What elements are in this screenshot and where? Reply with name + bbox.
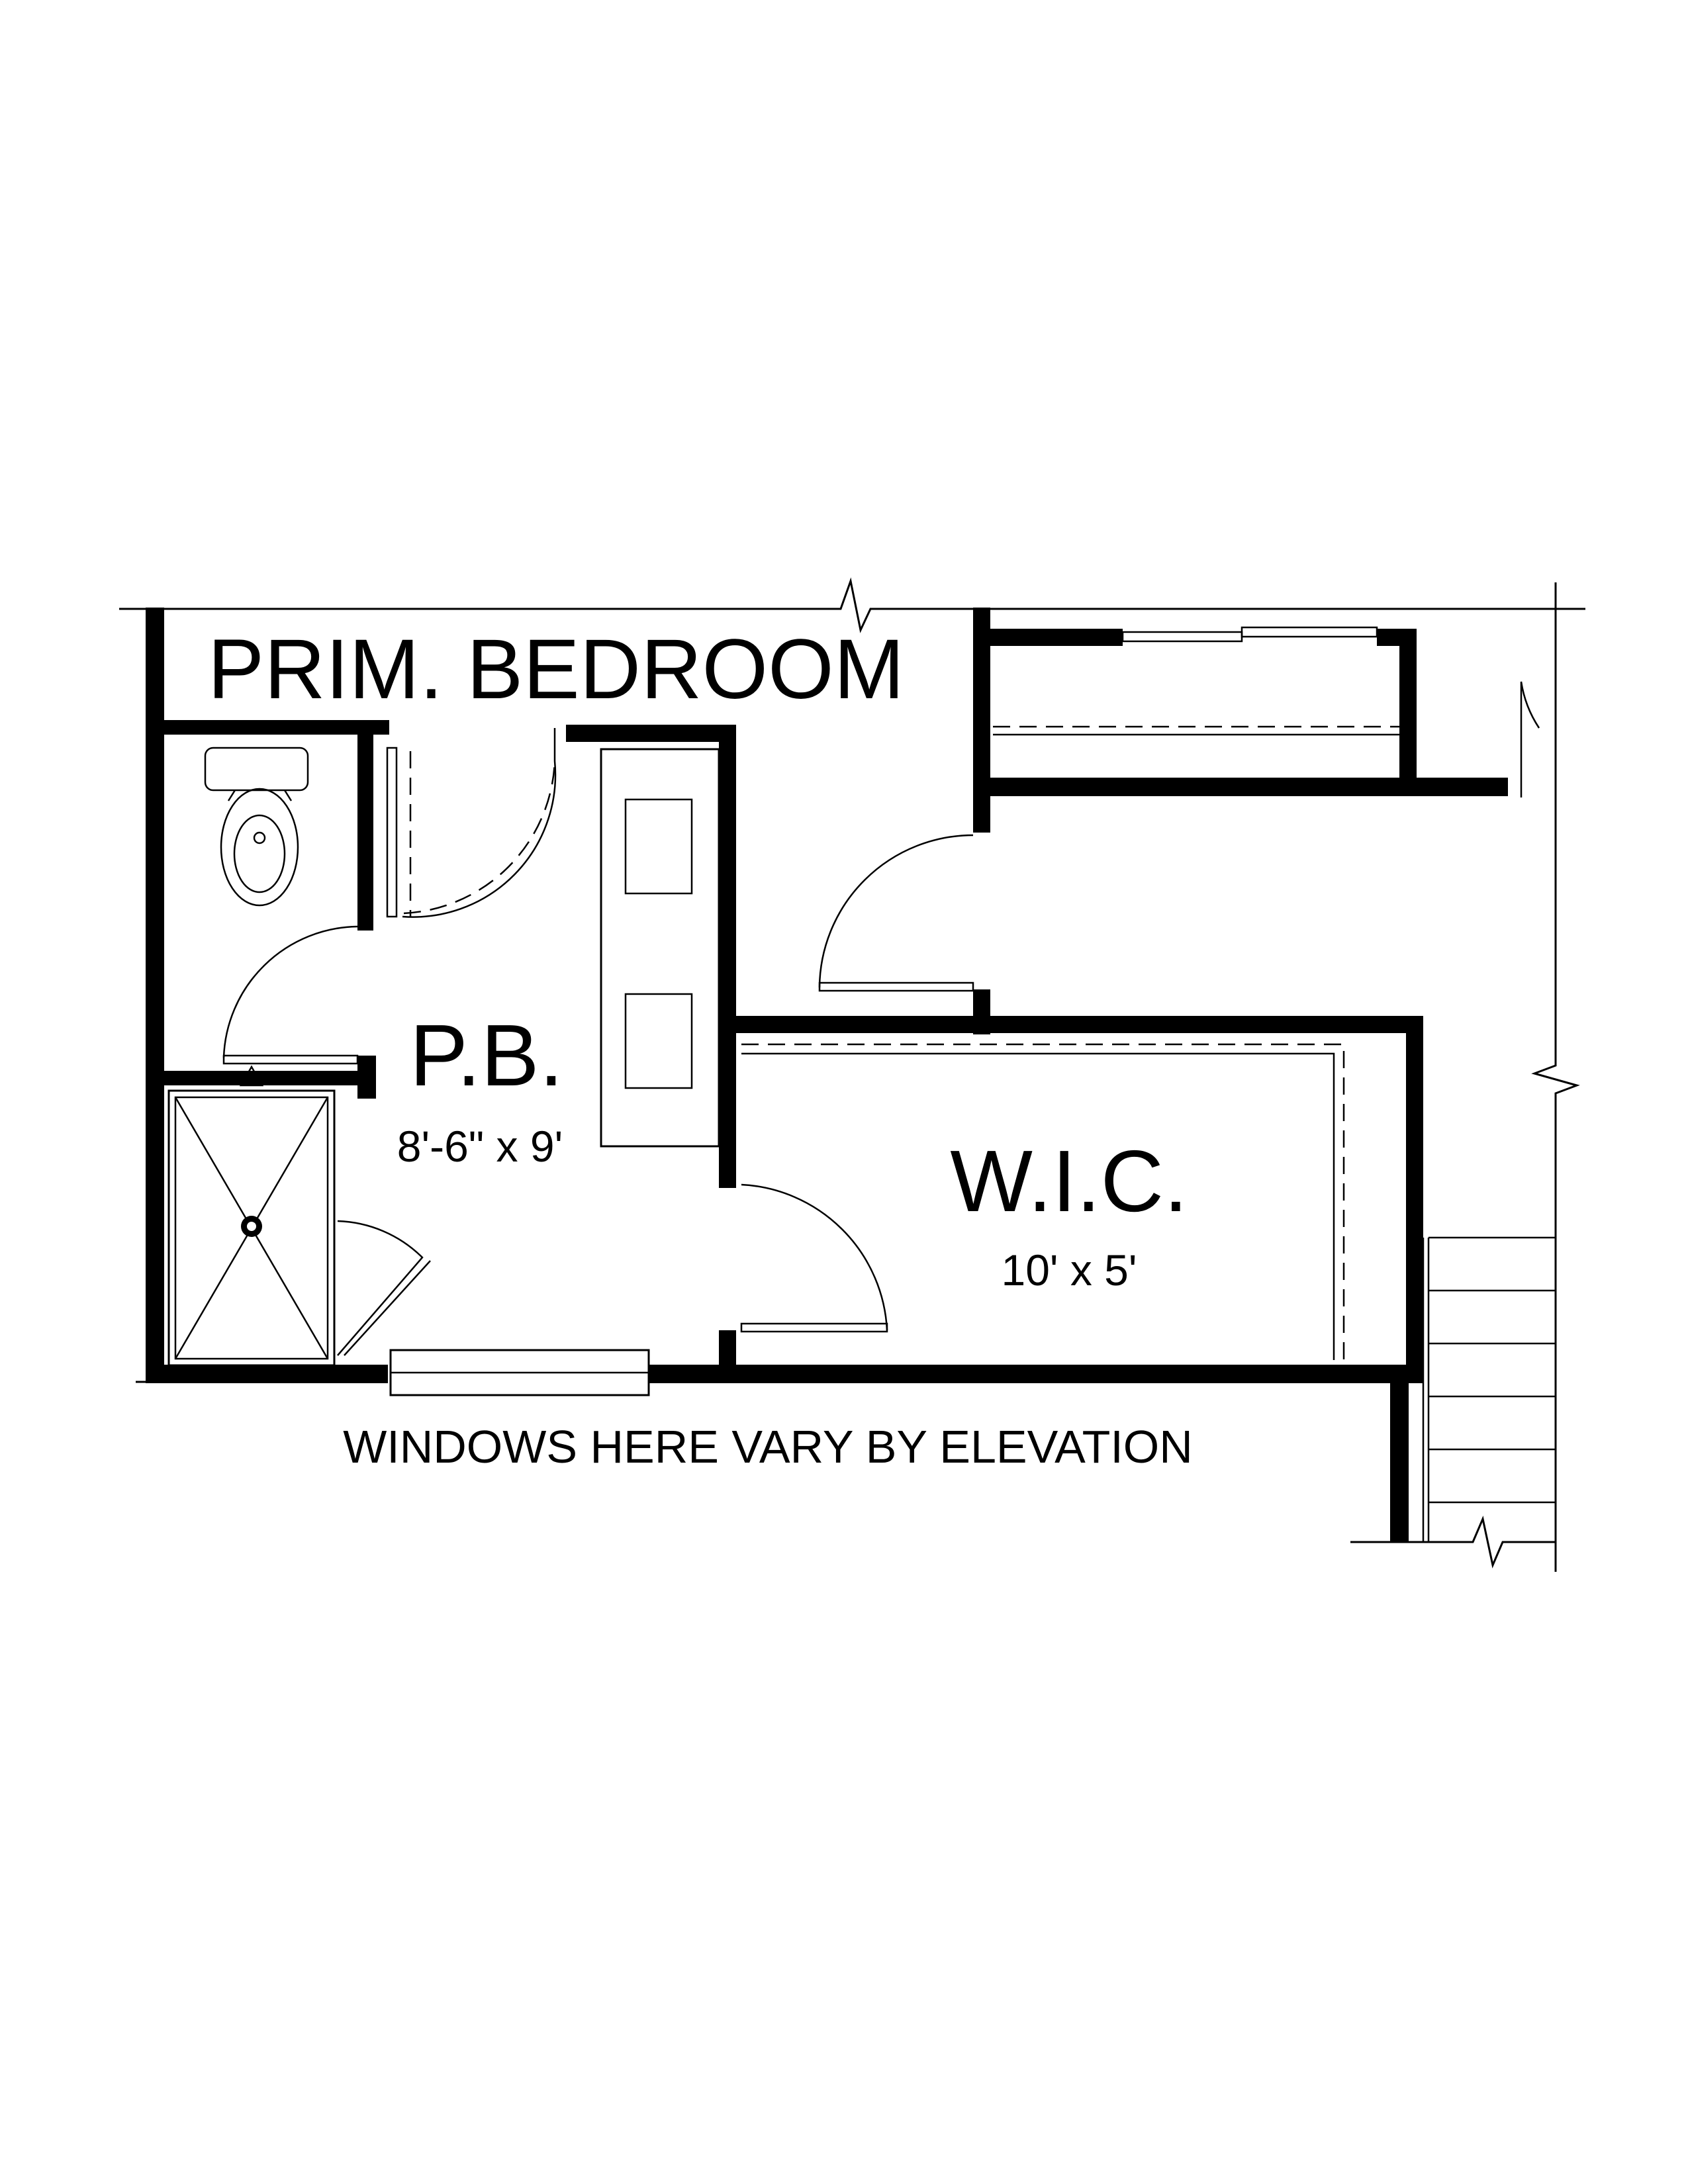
stair-wall bbox=[1390, 1365, 1409, 1542]
wic-shelf-dashed bbox=[741, 1043, 1345, 1360]
bath-divider-wall bbox=[164, 1071, 376, 1085]
pocket-door-frame bbox=[386, 747, 398, 918]
wic-dimensions: 10' x 5' bbox=[1002, 1246, 1137, 1295]
closet-bypass-door-right bbox=[1241, 626, 1378, 638]
shower-drain-center bbox=[247, 1222, 256, 1231]
closet-left-wall-lower bbox=[973, 989, 990, 1034]
wic-label: W.I.C. bbox=[950, 1132, 1188, 1230]
closet-right-wall bbox=[1399, 629, 1417, 794]
bottom-wall-left bbox=[146, 1365, 388, 1383]
toilet-room bbox=[204, 728, 557, 1065]
hall-door-leaf bbox=[818, 981, 974, 992]
shower-head-icon bbox=[239, 1065, 264, 1087]
wc-top-wall bbox=[164, 720, 389, 735]
closet-top-wall-left bbox=[990, 629, 1123, 646]
wic-details bbox=[740, 1043, 1345, 1360]
stairs bbox=[1422, 1236, 1556, 1542]
primary-bedroom-label: PRIM. BEDROOM bbox=[208, 622, 905, 717]
shower bbox=[167, 1065, 431, 1367]
pb-top-wall bbox=[566, 725, 735, 742]
shower-door-swing bbox=[337, 1220, 424, 1356]
closet-bottom-wall bbox=[973, 778, 1508, 796]
toilet-tank bbox=[204, 747, 309, 792]
toilet-flush-icon bbox=[253, 831, 266, 844]
wic-door-swing bbox=[741, 1183, 888, 1331]
toilet-bowl-inner bbox=[233, 814, 286, 893]
divider-wall-stub bbox=[357, 1056, 376, 1099]
bottom-break-line bbox=[1350, 1516, 1556, 1569]
bottom-wall-right bbox=[649, 1365, 1409, 1383]
vanity-counter bbox=[600, 748, 720, 1148]
primary-bath-dimensions: 8'-6" x 9' bbox=[397, 1122, 563, 1171]
wic-top-wall bbox=[736, 1016, 1423, 1033]
shower-door-leaf bbox=[344, 1260, 431, 1356]
toilet-connector bbox=[227, 790, 293, 801]
left-exterior-wall bbox=[146, 608, 164, 1383]
wic-door-leaf bbox=[740, 1322, 888, 1333]
windows-note: WINDOWS HERE VARY BY ELEVATION bbox=[343, 1421, 1193, 1473]
shower-pan bbox=[174, 1096, 329, 1360]
closet-left-wall-upper bbox=[973, 608, 990, 833]
wc-right-wall bbox=[357, 720, 373, 931]
walls bbox=[146, 608, 1508, 1542]
pb-entry-door-swing bbox=[402, 728, 557, 918]
vanity bbox=[600, 748, 720, 1148]
bedroom-door-swing bbox=[1520, 681, 1540, 797]
pb-entry-swing-dashed bbox=[403, 760, 556, 915]
pb-right-wall-lower bbox=[719, 1330, 736, 1367]
hall-door bbox=[818, 834, 974, 992]
primary-bath-label: P.B. bbox=[410, 1007, 563, 1104]
wic-shelf-line bbox=[741, 1052, 1335, 1360]
sink-2 bbox=[624, 993, 693, 1089]
toilet-bowl-outer bbox=[220, 788, 299, 907]
upper-closet bbox=[993, 626, 1540, 797]
closet-bypass-door-left bbox=[1121, 631, 1243, 643]
wc-door-swing bbox=[222, 925, 358, 1058]
pb-right-wall bbox=[719, 725, 736, 1188]
sink-1 bbox=[624, 798, 693, 895]
wc-door-leaf bbox=[222, 1054, 359, 1065]
wic-right-wall bbox=[1406, 1016, 1423, 1383]
shower-enclosure bbox=[167, 1089, 336, 1367]
right-break-line bbox=[1531, 582, 1580, 1572]
hall-door-swing bbox=[818, 834, 974, 988]
